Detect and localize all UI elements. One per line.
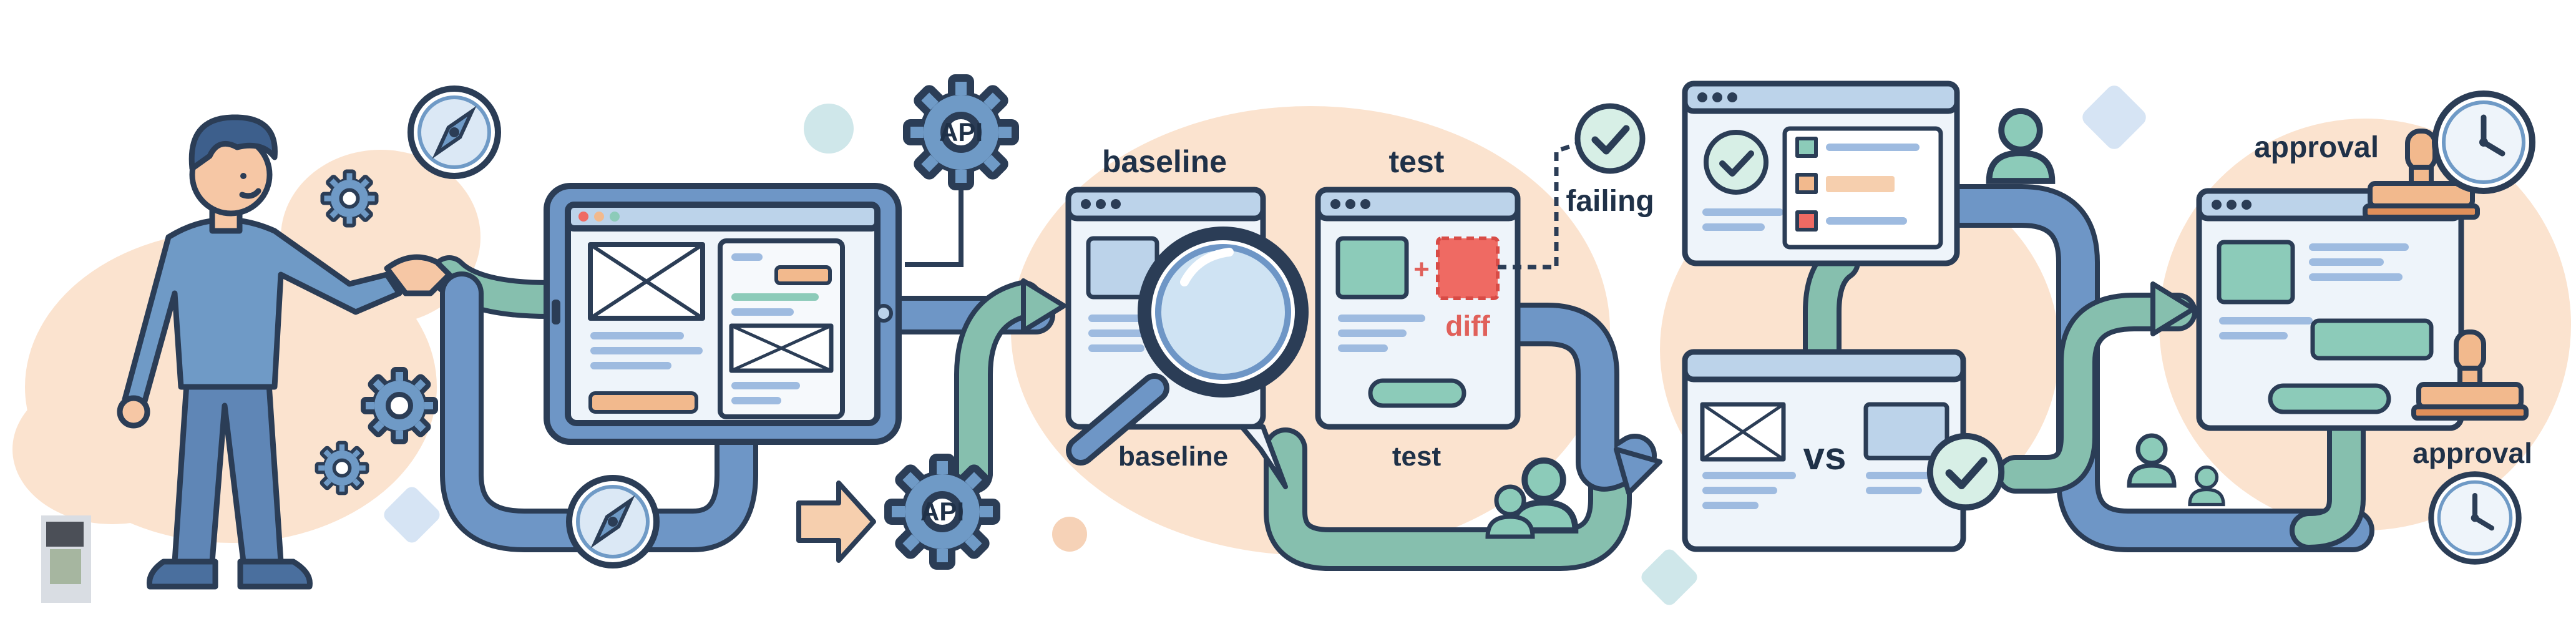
- tablet-mockup: [544, 183, 902, 445]
- compass-icon: [569, 478, 656, 565]
- clock-icon: [2431, 474, 2519, 562]
- user-icon: [2190, 467, 2223, 505]
- avatar: [41, 515, 91, 603]
- vs-label: vs: [1803, 435, 1847, 478]
- approval-bottom-label: approval: [2413, 437, 2532, 469]
- arrow-icon: [1614, 447, 1662, 495]
- api-gear-icon: API: [888, 457, 997, 566]
- api-bottom-label: API: [920, 497, 964, 526]
- test-top-label: test: [1389, 144, 1445, 179]
- test-bottom-label: test: [1392, 441, 1442, 472]
- magnifier-icon: [1066, 227, 1309, 466]
- clock-icon: [2435, 94, 2532, 191]
- gear-icon: [363, 369, 436, 442]
- gear-icon: [323, 172, 377, 226]
- pipe-arrowheads: [1021, 278, 2196, 495]
- check-icon: [1930, 436, 2001, 507]
- user-icon: [2129, 436, 2174, 485]
- test-window: [1315, 187, 1521, 430]
- gear-icon: [316, 442, 367, 493]
- failing-results-window: [1682, 80, 1960, 266]
- approval-top-label: approval: [2254, 131, 2379, 164]
- person-illustration: [117, 114, 452, 590]
- failing-connector: [1498, 141, 1580, 270]
- compass-icon: [411, 89, 498, 176]
- check-icon: [1578, 106, 1642, 171]
- baseline-top-label: baseline: [1102, 144, 1227, 179]
- baseline-bottom-label: baseline: [1118, 441, 1228, 472]
- arrow-icon: [2150, 281, 2196, 336]
- diff-label: diff: [1445, 310, 1490, 342]
- api-gear-icon: API: [905, 78, 1015, 267]
- arrow-icon: [799, 483, 874, 560]
- decor-diamond: [384, 487, 440, 543]
- decor-dot: [804, 104, 854, 154]
- user-icon: [1989, 111, 2052, 181]
- decor-diamond: [2082, 85, 2146, 149]
- pipeline-pipes: [430, 184, 2374, 571]
- approval-window: [2196, 188, 2464, 431]
- arrow-icon: [1021, 278, 1066, 333]
- decor-diamond: [1641, 549, 1697, 605]
- api-top-label: API: [939, 117, 983, 147]
- diff-plus-label: +: [1413, 254, 1430, 285]
- decor-dot: [1052, 517, 1087, 552]
- failing-label: failing: [1566, 185, 1654, 218]
